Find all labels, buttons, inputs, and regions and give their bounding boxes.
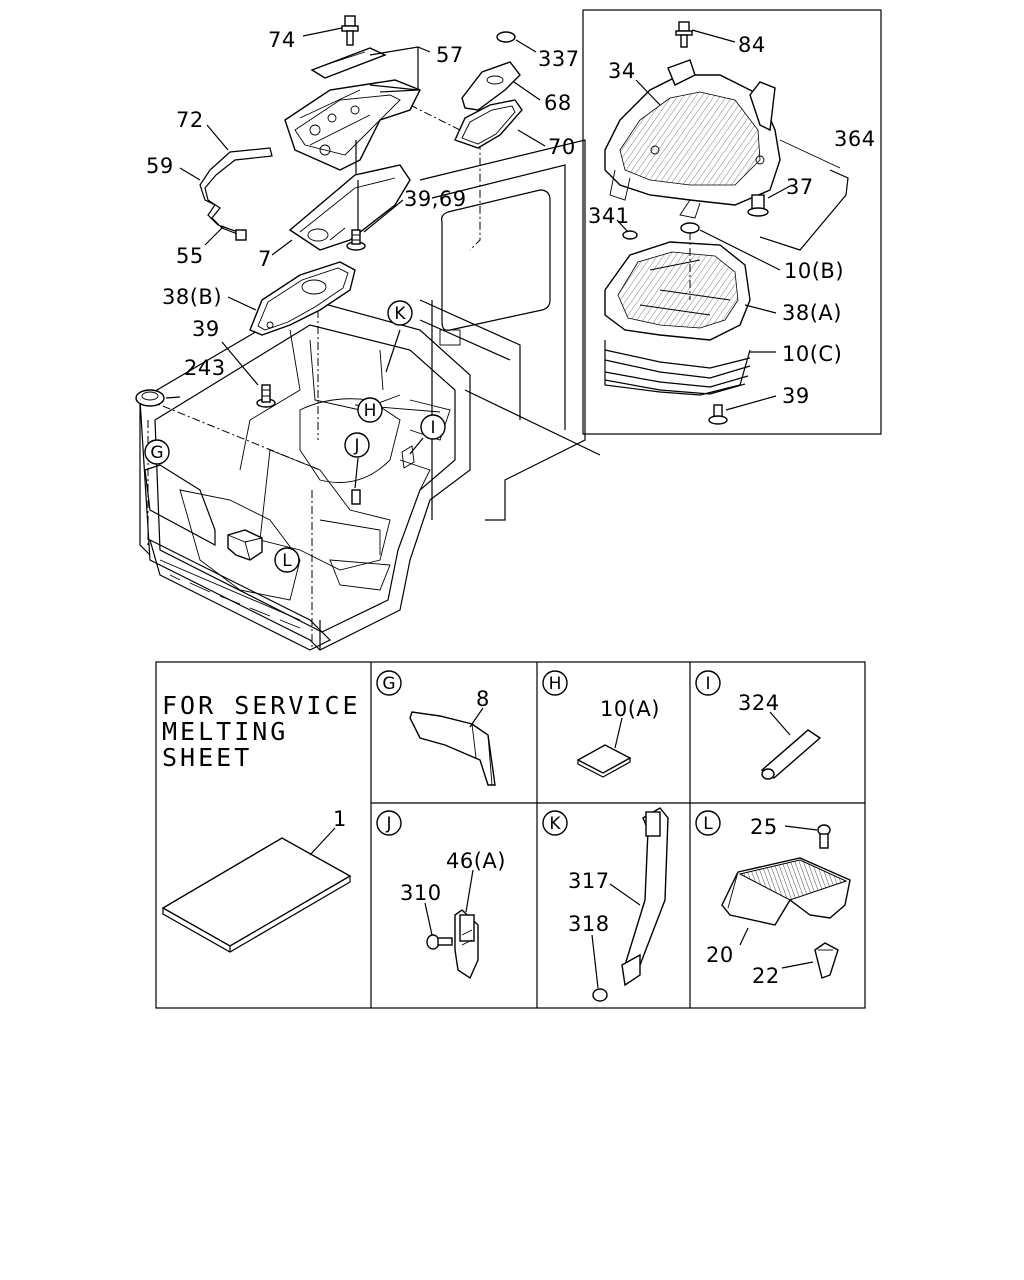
callout-39-69: 39,69 — [404, 187, 467, 211]
detail-table — [155, 661, 866, 1009]
callout-337: 337 — [538, 47, 580, 71]
cab-body-drawing — [139, 104, 601, 651]
marker-k: K — [394, 304, 406, 324]
detail-324: 324 — [738, 691, 780, 715]
detail-310: 310 — [400, 881, 442, 905]
callout-74: 74 — [268, 28, 296, 52]
detail-cell-i: I 324 — [695, 670, 822, 780]
part-38b-mat — [249, 261, 356, 336]
marker-j: J — [353, 436, 359, 456]
part-22-clip — [814, 942, 839, 979]
cell-marker-h: H — [549, 674, 562, 694]
service-note-line2: MELTING — [162, 717, 288, 746]
marker-h-circle — [357, 397, 383, 423]
marker-l: L — [282, 551, 292, 571]
detail-cell-h: H 10(A) — [542, 670, 660, 778]
service-note-line1: FOR SERVICE — [162, 691, 361, 720]
inset-drawing — [604, 21, 849, 425]
floor-small-parts — [351, 349, 415, 505]
callout-38b: 38(B) — [162, 285, 222, 309]
callout-57: 57 — [436, 43, 464, 67]
cell-marker-g: G — [382, 674, 395, 694]
callout-37: 37 — [786, 175, 814, 199]
callout-84: 84 — [738, 33, 766, 57]
leaders-main — [165, 27, 546, 489]
detail-10a: 10(A) — [600, 697, 660, 721]
detail-22: 22 — [752, 964, 780, 988]
callout-72: 72 — [176, 108, 204, 132]
part-59-strap — [199, 147, 273, 241]
detail-8: 8 — [476, 687, 490, 711]
detail-25: 25 — [750, 815, 778, 839]
callout-10c: 10(C) — [782, 342, 842, 366]
callout-10b: 10(B) — [784, 259, 844, 283]
callout-243: 243 — [184, 356, 226, 380]
callout-70: 70 — [548, 135, 576, 159]
service-note-cell: FOR SERVICE MELTING SHEET 1 — [161, 691, 361, 953]
detail-1: 1 — [333, 807, 347, 831]
cell-marker-j: J — [385, 814, 391, 834]
marker-g-circle — [144, 439, 170, 465]
part-74-bolt — [341, 15, 359, 46]
detail-20: 20 — [706, 943, 734, 967]
detail-318: 318 — [568, 912, 610, 936]
detail-46a: 46(A) — [446, 849, 506, 873]
detail-cell-l: L 25 20 22 — [695, 810, 851, 988]
cell-marker-l: L — [703, 814, 713, 834]
detail-cell-k: K 317 318 — [542, 807, 669, 1002]
marker-k-circle — [387, 300, 413, 326]
callout-38a: 38(A) — [782, 301, 842, 325]
view-markers: K H I J G L — [144, 300, 446, 573]
part-243-grommet — [135, 389, 165, 407]
callout-39-main: 39 — [192, 317, 220, 341]
marker-j-circle — [344, 432, 370, 458]
cell-marker-k: K — [549, 814, 561, 834]
marker-h: H — [364, 401, 377, 421]
callout-68: 68 — [544, 91, 572, 115]
leaders-inset — [616, 29, 791, 411]
detail-cell-j: J 46(A) 310 — [376, 810, 506, 980]
marker-g: G — [150, 443, 163, 463]
callout-39-inset: 39 — [782, 384, 810, 408]
marker-i-circle — [420, 414, 446, 440]
callout-labels: 74 57 337 68 70 72 59 55 7 39,69 38(B) 3… — [146, 28, 876, 408]
part-57-plate — [284, 47, 421, 171]
callout-364: 364 — [834, 127, 876, 151]
callout-341: 341 — [588, 204, 630, 228]
marker-i: I — [430, 418, 435, 438]
callout-7: 7 — [258, 247, 272, 271]
part-10a-pad — [576, 744, 632, 774]
detail-cell-g: G 8 — [376, 670, 496, 786]
part-68-70-cover — [454, 31, 523, 149]
service-note-line3: SHEET — [162, 743, 252, 772]
part-7-plate — [288, 164, 411, 251]
part-8-panel — [409, 711, 496, 786]
inset-frame — [582, 9, 882, 435]
marker-l-circle — [274, 547, 300, 573]
callout-59: 59 — [146, 154, 174, 178]
callout-34: 34 — [608, 59, 636, 83]
detail-317: 317 — [568, 869, 610, 893]
callout-55: 55 — [176, 244, 204, 268]
part-39-69-clip — [346, 229, 366, 251]
cell-marker-i: I — [705, 674, 710, 694]
part-39-clip — [256, 384, 276, 408]
